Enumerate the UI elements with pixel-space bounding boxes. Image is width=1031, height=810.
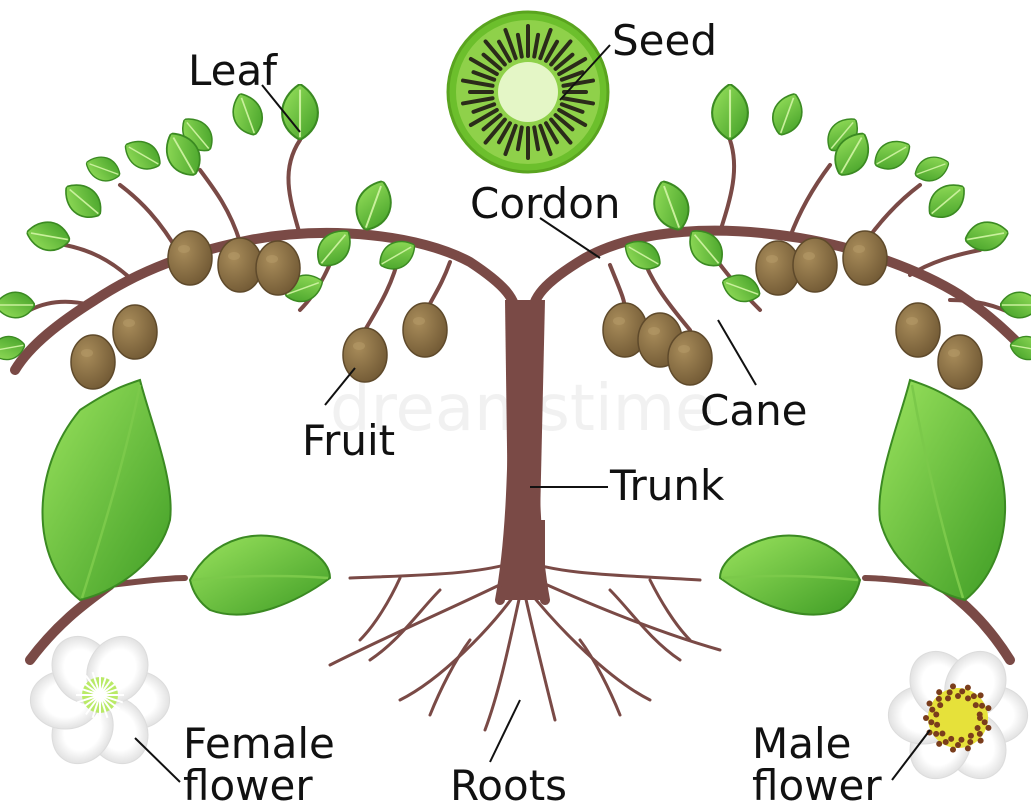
anther (979, 703, 985, 709)
small-leaf (119, 134, 166, 176)
small-leaf (767, 89, 808, 140)
label-female-flower-line2: flower (183, 761, 313, 810)
anther (958, 737, 964, 743)
anther (971, 693, 977, 699)
anther (975, 725, 981, 731)
small-leaf (0, 292, 35, 318)
anther (943, 739, 949, 745)
root (350, 560, 522, 578)
anther (968, 733, 974, 739)
small-leaf (1000, 292, 1031, 318)
anther (985, 725, 991, 731)
anther (933, 731, 939, 737)
anther (926, 700, 932, 706)
anther (947, 689, 953, 695)
root (370, 590, 440, 660)
kiwi-fruit (843, 231, 887, 285)
kiwi-fruit (793, 238, 837, 292)
label-cane: Cane (700, 386, 808, 435)
small-leaf (24, 219, 72, 254)
label-male-flower-line2: flower (752, 761, 882, 810)
anther (950, 747, 956, 753)
anther (965, 685, 971, 691)
anther (923, 715, 929, 721)
small-leaf (227, 89, 268, 140)
small-leaf (82, 152, 124, 186)
anther (929, 707, 935, 713)
kiwi-fruit (71, 335, 115, 389)
small-leaf (712, 84, 748, 140)
anther (985, 705, 991, 711)
cane (65, 245, 130, 278)
root (330, 575, 520, 665)
small-leaf (963, 219, 1011, 254)
leader-roots (490, 700, 520, 762)
root (522, 560, 700, 580)
anther (955, 742, 961, 748)
small-leaf (349, 175, 398, 235)
small-leaf (921, 176, 973, 226)
label-leaf: Leaf (188, 46, 278, 95)
kiwi-cross-section (448, 12, 608, 172)
kiwi-fruit (168, 231, 212, 285)
label-fruit: Fruit (302, 416, 395, 465)
kiwi-fruit (403, 303, 447, 357)
kiwi-fruit (668, 331, 712, 385)
cane (200, 170, 240, 242)
anther (950, 683, 956, 689)
anther (937, 702, 943, 708)
anther (945, 695, 951, 701)
anther (928, 719, 934, 725)
large-leaf-left (30, 380, 330, 660)
trunk-and-cordon (15, 231, 1025, 600)
cane (720, 140, 734, 232)
anther (965, 745, 971, 751)
root (360, 578, 400, 640)
anther (933, 712, 939, 718)
leader-cane (718, 320, 756, 385)
cane (790, 165, 830, 237)
label-seed: Seed (612, 16, 717, 65)
anther (939, 731, 945, 737)
anther (977, 731, 983, 737)
anther (965, 695, 971, 701)
small-leaf (869, 134, 916, 176)
anther (936, 741, 942, 747)
anther (978, 738, 984, 744)
label-trunk: Trunk (609, 461, 725, 510)
label-cordon: Cordon (470, 179, 621, 228)
anther (934, 722, 940, 728)
anther (977, 712, 983, 718)
small-leaf (57, 176, 109, 226)
anther (959, 688, 965, 694)
anther (967, 739, 973, 745)
root (525, 595, 555, 720)
anther (978, 692, 984, 698)
anther (982, 719, 988, 725)
root (650, 580, 690, 640)
kiwi-fruit (256, 241, 300, 295)
kiwi-fruit (896, 303, 940, 357)
kiwi-fruit (938, 335, 982, 389)
kiwi-fruit (113, 305, 157, 359)
anther (948, 736, 954, 742)
small-leaf (911, 152, 953, 186)
anther (955, 693, 961, 699)
anther (936, 689, 942, 695)
leader-female-flower (135, 738, 180, 782)
anther (936, 696, 942, 702)
label-roots: Roots (450, 761, 567, 810)
cane (288, 140, 300, 235)
anther (973, 702, 979, 708)
